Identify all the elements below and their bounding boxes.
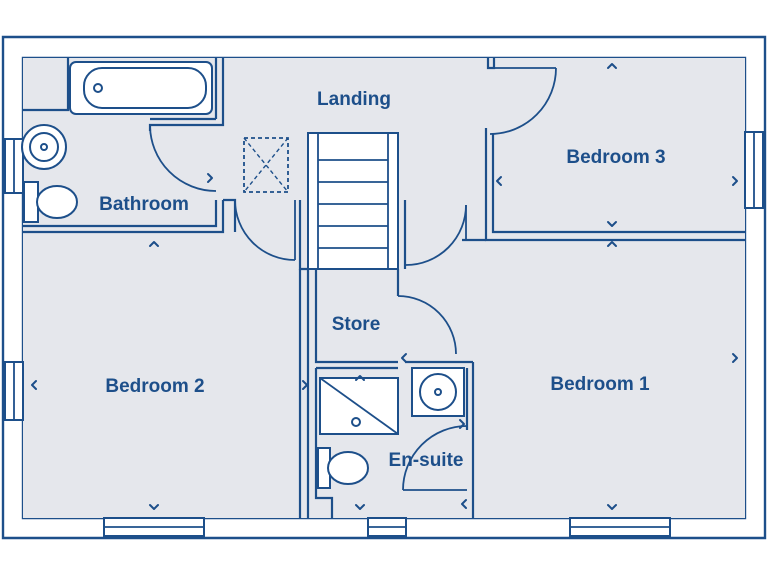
shower-tray: [319, 377, 399, 435]
ensuite-basin: [411, 367, 465, 417]
label-bedroom-2: Bedroom 2: [105, 376, 204, 397]
bath-tub: [69, 61, 213, 115]
bathroom-toilet: [23, 181, 78, 223]
door-swings: [149, 67, 557, 491]
label-bathroom: Bathroom: [99, 194, 189, 215]
label-en-suite: En-suite: [389, 450, 464, 471]
label-bedroom-3: Bedroom 3: [566, 147, 665, 168]
bathroom-basin: [21, 124, 67, 170]
windows: [4, 131, 764, 537]
staircase: [307, 132, 399, 270]
floor-areas: [23, 58, 745, 518]
loft-hatch: [243, 137, 289, 193]
ensuite-toilet: [317, 447, 369, 489]
chevron-marks: [31, 63, 738, 510]
label-bedroom-1: Bedroom 1: [550, 374, 650, 395]
room-labels: Landing Bedroom 3 Bathroom Bedroom 2 Sto…: [99, 89, 665, 471]
label-store: Store: [332, 314, 381, 335]
label-landing: Landing: [317, 89, 391, 110]
